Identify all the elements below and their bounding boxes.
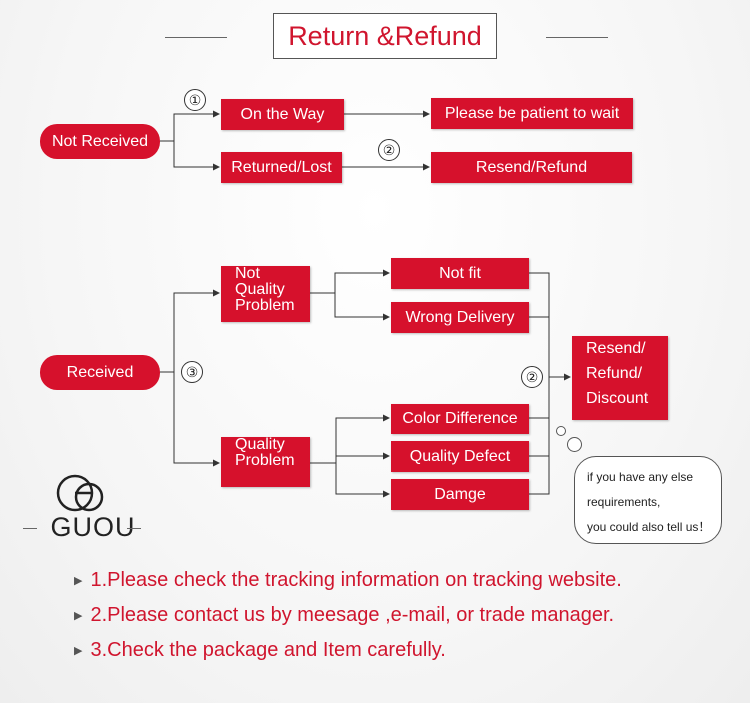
step-2-marker: ② [378, 139, 400, 161]
bubble-line-2: requirements, [587, 495, 661, 509]
please-wait-node: Please be patient to wait [431, 98, 633, 129]
page-title: Return &Refund [273, 13, 497, 59]
note-1-text: 1.Please check the tracking information … [90, 569, 622, 591]
wrong-delivery-node: Wrong Delivery [391, 302, 529, 333]
guou-logo-icon [56, 474, 104, 512]
logo-rule-left [23, 528, 37, 529]
bubble-dot-small [556, 426, 566, 436]
outcome-line-1: Resend/ [586, 340, 646, 357]
not-quality-line-1: Not [235, 265, 260, 282]
quality-problem-node: Quality Problem [221, 437, 310, 487]
on-the-way-node: On the Way [221, 99, 344, 130]
step-1-marker: ① [184, 89, 206, 111]
speech-bubble: if you have any else requirements, you c… [574, 456, 722, 544]
not-fit-node: Not fit [391, 258, 529, 289]
step-2-marker-received: ② [521, 366, 543, 388]
quality-defect-node: Quality Defect [391, 441, 529, 472]
damge-node: Damge [391, 479, 529, 510]
note-3: ▶ 3.Check the package and Item carefully… [74, 639, 446, 662]
step-3-marker: ③ [181, 361, 203, 383]
bubble-line-3: you could also tell us！ [587, 520, 711, 534]
not-received-node: Not Received [40, 124, 160, 159]
logo-rule-right [127, 528, 141, 529]
color-difference-node: Color Difference [391, 404, 529, 434]
quality-line-2: Problem [235, 452, 295, 469]
resend-refund-node: Resend/Refund [431, 152, 632, 183]
bubble-line-1: if you have any else [587, 470, 694, 484]
note-1: ▶ 1.Please check the tracking informatio… [74, 569, 622, 592]
outcome-line-3: Discount [586, 390, 649, 407]
note-2-text: 2.Please contact us by meesage ,e-mail, … [90, 604, 615, 626]
note-3-text: 3.Check the package and Item carefully. [90, 639, 446, 661]
received-node: Received [40, 355, 160, 390]
outcome-node: Resend/ Refund/ Discount [572, 336, 668, 420]
not-quality-problem-node: Not Quality Problem [221, 266, 310, 322]
title-rule-right [546, 37, 608, 38]
bubble-dot-large [567, 437, 582, 452]
triangle-bullet-icon: ▶ [74, 645, 83, 657]
returned-lost-node: Returned/Lost [221, 152, 342, 183]
not-quality-line-2: Quality [235, 281, 285, 298]
triangle-bullet-icon: ▶ [74, 610, 83, 622]
brand-logo-text: GUOU [50, 512, 136, 542]
outcome-line-2: Refund/ [586, 365, 643, 382]
quality-line-1: Quality [235, 436, 285, 453]
triangle-bullet-icon: ▶ [74, 575, 83, 587]
not-quality-line-3: Problem [235, 297, 295, 314]
title-rule-left [165, 37, 227, 38]
note-2: ▶ 2.Please contact us by meesage ,e-mail… [74, 604, 614, 627]
